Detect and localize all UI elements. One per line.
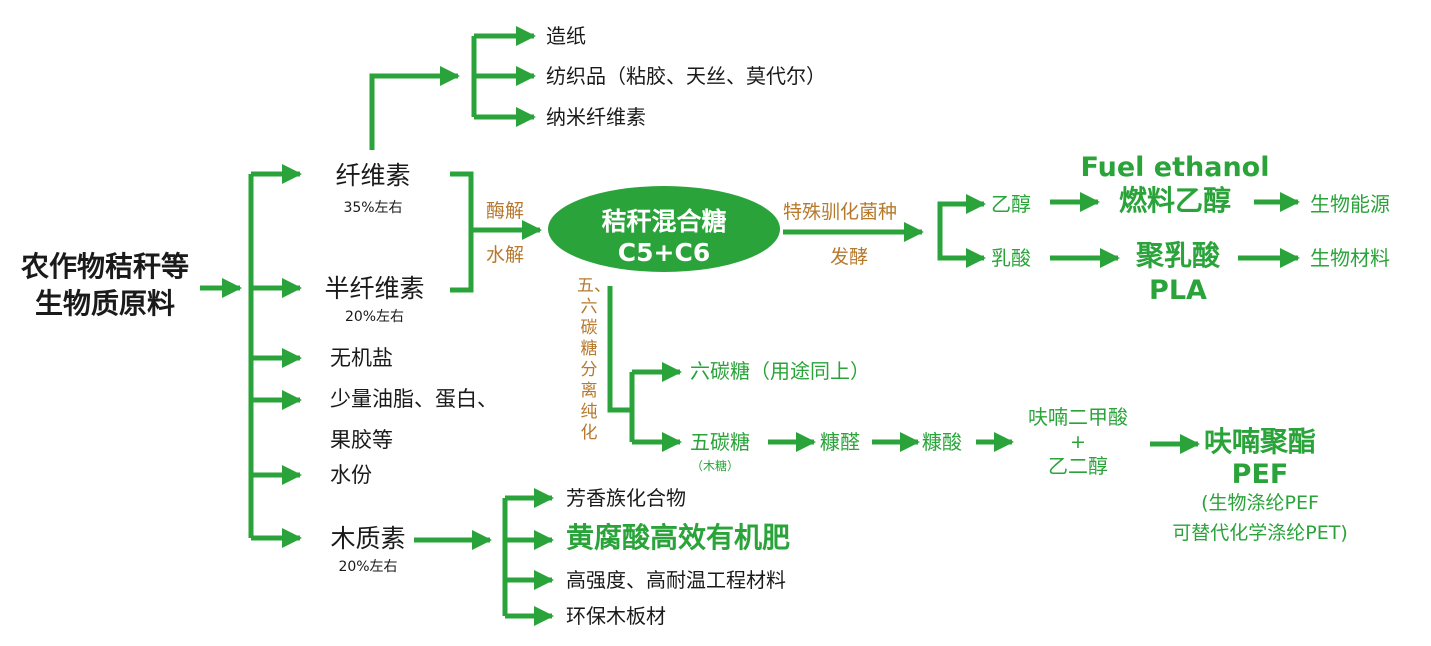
- arrow-cellulose-uses: [369, 66, 460, 150]
- pef-cn-label: 呋喃聚酯: [1203, 425, 1316, 458]
- glycol-label: 乙二醇: [1048, 454, 1108, 478]
- use-paper: 造纸: [546, 24, 586, 48]
- hydrolysis-bracket: [450, 171, 474, 293]
- furoic-acid-label: 糠酸: [922, 430, 962, 454]
- fermentation-strain: 特殊驯化菌种: [783, 201, 898, 223]
- plus-sign: +: [1070, 431, 1086, 453]
- separation-line: [607, 286, 632, 413]
- c6-sugar-label: 六碳糖（用途同上）: [690, 359, 870, 383]
- biomaterial-label: 生物材料: [1310, 246, 1390, 270]
- furfural-label: 糠醛: [820, 430, 860, 454]
- xylose-label: （木糖）: [691, 459, 740, 473]
- use-wood-board: 环保木板材: [566, 604, 666, 628]
- water-hydrolysis-label: 水解: [486, 244, 525, 266]
- bioenergy-label: 生物能源: [1310, 192, 1390, 216]
- cellulose-label: 纤维素: [335, 161, 411, 190]
- pef-en-label: PEF: [1231, 459, 1289, 490]
- lignin-pct: 20%左右: [338, 559, 398, 575]
- lactic-acid-label: 乳酸: [991, 246, 1031, 270]
- cellulose-pct: 35%左右: [343, 200, 403, 216]
- enzymatic-label: 酶解: [486, 200, 525, 222]
- sugar-mix-oval: [548, 186, 780, 272]
- use-textiles: 纺织品（粘胶、天丝、莫代尔）: [546, 64, 826, 88]
- separation-label: 五、六碳糖分离纯化: [577, 276, 611, 443]
- inorganic-salt: 无机盐: [330, 346, 393, 370]
- oil-protein-line1: 少量油脂、蛋白、: [330, 387, 498, 411]
- use-engineering-materials: 高强度、高耐温工程材料: [566, 568, 786, 592]
- pef-note-line1: (生物涤纶PEF: [1201, 492, 1319, 514]
- hemicellulose-label: 半纤维素: [324, 274, 425, 303]
- root-label: 农作物秸秆等 生物质原料: [10, 248, 200, 322]
- fermentation-bracket: [937, 201, 956, 261]
- hemicellulose-pct: 20%左右: [344, 309, 405, 325]
- lignin-label: 木质素: [330, 524, 406, 553]
- fuel-ethanol-en: Fuel ethanol: [1080, 152, 1270, 183]
- c5-sugar-label: 五碳糖: [690, 430, 750, 454]
- root-line1: 农作物秸秆等: [20, 250, 189, 283]
- ethanol-label: 乙醇: [991, 192, 1031, 216]
- pef-note-line2: 可替代化学涤纶PET): [1172, 522, 1348, 544]
- root-line2: 生物质原料: [34, 287, 175, 320]
- oil-protein-line2: 果胶等: [330, 428, 393, 452]
- use-fulvic-fertilizer: 黄腐酸高效有机肥: [566, 521, 791, 554]
- water-label: 水份: [330, 463, 372, 487]
- sugar-mix-formula: C5+C6: [617, 238, 711, 267]
- use-nanocellulose: 纳米纤维素: [546, 105, 646, 129]
- fdca-label: 呋喃二甲酸: [1028, 405, 1128, 429]
- pla-en-label: PLA: [1149, 275, 1207, 306]
- pla-cn-label: 聚乳酸: [1135, 239, 1220, 272]
- sugar-mix-title: 秸秆混合糖: [601, 207, 727, 236]
- use-aromatics: 芳香族化合物: [566, 486, 686, 510]
- fermentation-label: 发酵: [830, 246, 869, 268]
- fuel-ethanol-cn: 燃料乙醇: [1118, 184, 1231, 217]
